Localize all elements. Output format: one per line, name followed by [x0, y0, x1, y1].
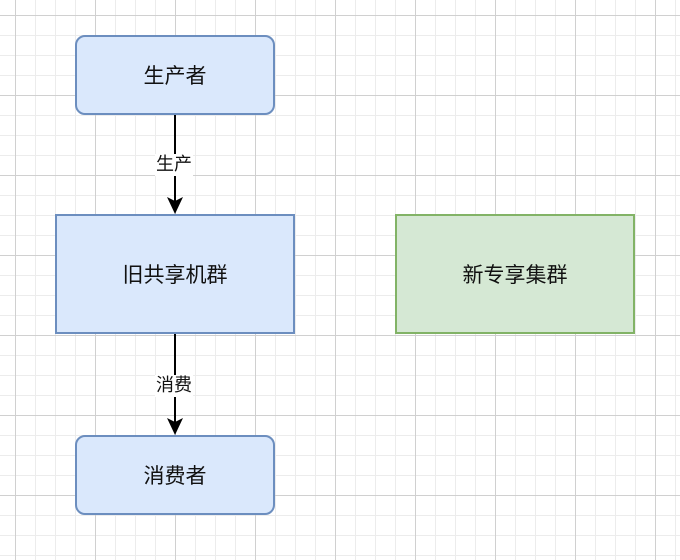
edge-label-produce: 生产	[155, 154, 193, 176]
producer-label: 生产者	[143, 64, 207, 88]
consumer-node[interactable]: 消费者	[75, 435, 275, 515]
new-dedicated-cluster-node[interactable]: 新专享集群	[395, 214, 635, 334]
old-shared-cluster-node[interactable]: 旧共享机群	[55, 214, 295, 334]
arrowhead-producer-to-old-cluster	[167, 197, 183, 214]
producer-node[interactable]: 生产者	[75, 35, 275, 115]
consumer-label: 消费者	[143, 464, 207, 488]
edge-label-consume: 消费	[155, 375, 193, 397]
new-cluster-label: 新专享集群	[462, 263, 568, 287]
arrowhead-old-cluster-to-consumer	[167, 418, 183, 435]
old-cluster-label: 旧共享机群	[122, 263, 228, 287]
